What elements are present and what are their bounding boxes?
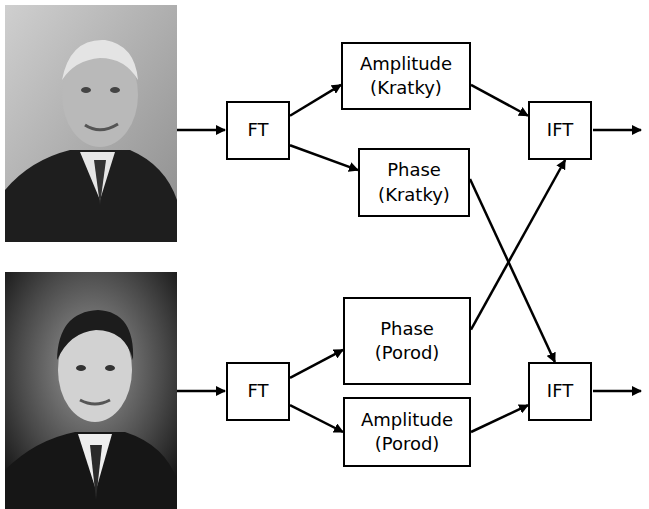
box-label: Amplitude (Kratky) <box>349 52 463 101</box>
arrow-connector <box>471 160 565 330</box>
amplitude-box: Amplitude (Porod) <box>343 397 471 467</box>
box-label: FT <box>247 118 268 142</box>
amplitude-box: Amplitude (Kratky) <box>341 42 471 110</box>
box-label: IFT <box>547 379 573 403</box>
arrow-connector <box>471 85 528 116</box>
box-label: Amplitude (Porod) <box>351 408 463 457</box>
portrait-photo <box>5 5 177 242</box>
transform-box: FT <box>226 362 290 421</box>
phase-box: Phase (Porod) <box>343 297 471 385</box>
output-arrow <box>593 390 641 393</box>
transform-box: IFT <box>528 101 592 160</box>
output-arrow <box>593 129 641 132</box>
transform-box: IFT <box>528 362 592 421</box>
input-arrow <box>177 390 225 393</box>
portrait-photo <box>5 272 177 509</box>
arrow-connector <box>290 405 343 432</box>
box-label: Phase (Porod) <box>351 317 463 366</box>
arrow-connector <box>471 405 528 432</box>
input-arrow <box>177 129 225 132</box>
arrow-connector <box>470 179 555 362</box>
box-label: IFT <box>547 118 573 142</box>
transform-box: FT <box>226 101 290 160</box>
box-label: Phase (Kratky) <box>366 158 462 207</box>
arrow-connector <box>290 350 343 378</box>
box-label: FT <box>247 379 268 403</box>
arrow-connector <box>290 85 341 116</box>
phase-box: Phase (Kratky) <box>358 148 470 217</box>
arrow-connector <box>290 145 358 170</box>
